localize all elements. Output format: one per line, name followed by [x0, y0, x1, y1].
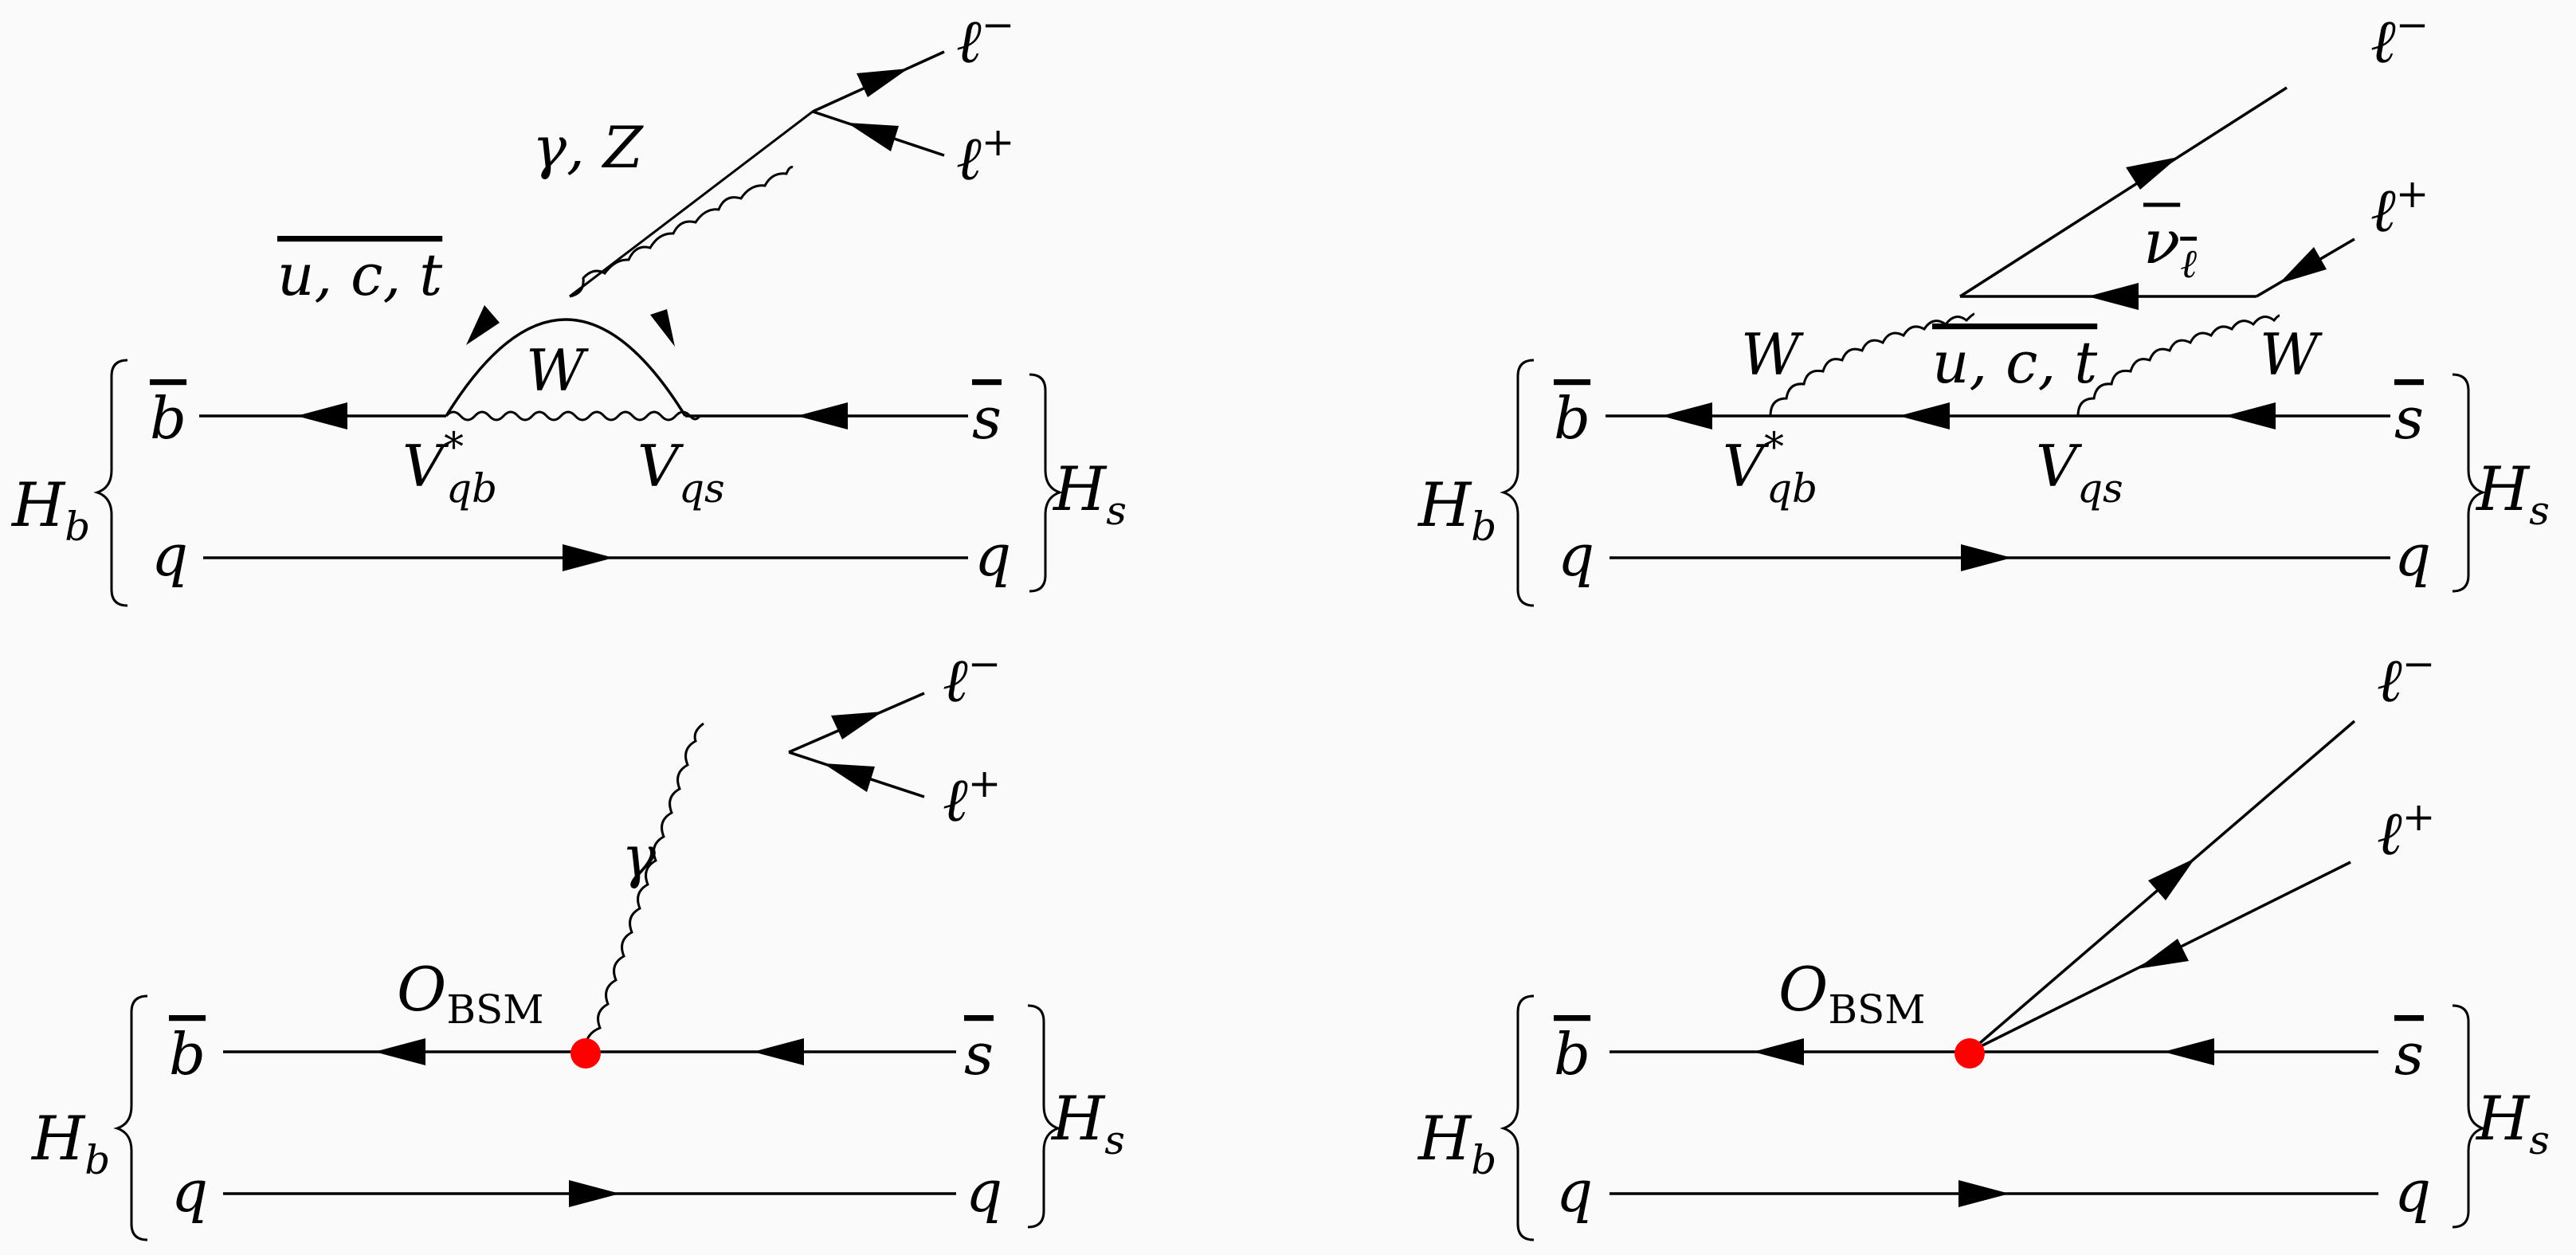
bsm-contact-hb-brace — [1500, 994, 1535, 1241]
bsm-photon-hb-label: Hb — [30, 1103, 110, 1183]
bsm-photon-bbar-arrow — [374, 1038, 425, 1065]
sbar-label: s — [972, 385, 1002, 452]
hb-brace — [93, 359, 128, 607]
bsm-contact-operator-label: OBSM — [1778, 954, 1926, 1033]
lepton-minus-arrow — [857, 69, 908, 97]
box-bbar-label: b — [1554, 385, 1590, 452]
bsm-contact-lepton-plus-arrow — [2137, 939, 2189, 969]
bsm-photon-lepton-minus-label: ℓ− — [943, 641, 1002, 716]
bsm-photon-lepton-plus-arrow — [823, 763, 875, 792]
bsm-vertex-dot — [570, 1038, 601, 1069]
lepton-plus-arrow — [847, 123, 899, 151]
bsm-contact-q-label-left: q — [1556, 1158, 1593, 1225]
box-w-left-wavy — [1769, 312, 1975, 417]
quark-loop-arc — [445, 318, 687, 417]
box-hs-brace — [2452, 373, 2487, 593]
q-arrow — [563, 544, 614, 571]
box-w-left-label: W — [1741, 321, 1804, 388]
bsm-photon-q-arrow — [569, 1180, 620, 1207]
bsm-contact-lepton-minus-arrow — [2148, 858, 2195, 900]
bbar-arrow — [296, 402, 347, 429]
box-vqb-label: V*qb — [1723, 424, 1817, 512]
box-hb-label: Hb — [1417, 469, 1496, 550]
bsm-contact-q-label-right: q — [2394, 1158, 2431, 1225]
hb-label: Hb — [10, 469, 90, 550]
box-lepton-plus-arrow — [2279, 247, 2327, 284]
box-hs-label: Hs — [2475, 453, 2550, 534]
diagram-bsm-contact: ℓ− ℓ+ OBSM b s q q Hb Hs — [1417, 641, 2550, 1241]
bsm-photon-q-label-right: q — [966, 1158, 1002, 1225]
hs-brace — [1029, 373, 1064, 593]
w-wavy-line — [445, 410, 701, 422]
lepton-plus-label: ℓ+ — [956, 119, 1015, 194]
gamma-z-label: γ, Z — [532, 114, 645, 181]
w-label: W — [526, 337, 589, 404]
bsm-photon-bbar-label: b — [169, 1021, 206, 1088]
vqb-label: V*qb — [402, 424, 497, 512]
bsm-contact-q-arrow — [1958, 1180, 2009, 1207]
lepton-minus-label: ℓ− — [956, 2, 1015, 76]
bsm-photon-sbar-arrow — [753, 1038, 804, 1065]
box-hb-brace — [1500, 359, 1535, 607]
bsm-photon-operator-label: OBSM — [397, 954, 544, 1033]
bsm-contact-hb-label: Hb — [1417, 1103, 1496, 1183]
hs-label: Hs — [1052, 453, 1127, 534]
bsm-photon-gamma-label: γ — [621, 823, 657, 890]
gamma-z-wave-overlay — [569, 166, 794, 298]
bsm-photon-wavy — [584, 722, 704, 1053]
box-lepton-minus-label: ℓ− — [2370, 2, 2429, 76]
box-lepton-plus-label: ℓ+ — [2370, 171, 2429, 245]
box-quark-label: u, c, t — [1932, 329, 2098, 396]
box-lepton-minus-line — [1959, 86, 2288, 298]
diagram-bsm-photon: ℓ− ℓ+ γ OBSM b s q q Hb Hs — [30, 641, 1125, 1241]
box-internal-arrow — [2088, 283, 2139, 310]
diagram-penguin-loop: ℓ− ℓ+ γ, Z u, c, t W b s q q Hb Hs V*qb … — [10, 2, 1127, 607]
bsm-photon-q-label-left: q — [171, 1158, 208, 1225]
box-vqs-label: Vqs — [2036, 433, 2123, 512]
bsm-contact-vertex-dot — [1955, 1038, 1985, 1069]
bsm-photon-hs-brace — [1027, 1004, 1062, 1229]
bsm-contact-lepton-plus-label: ℓ+ — [2377, 794, 2436, 869]
quark-loop-label: u, c, t — [277, 241, 443, 308]
box-sbar-label: s — [2394, 385, 2424, 452]
bsm-photon-lepton-minus-arrow — [831, 712, 883, 739]
box-mid-arrow — [1899, 402, 1950, 429]
bbar-label: b — [150, 385, 186, 452]
loop-arrow-right — [650, 309, 675, 347]
bsm-contact-hs-brace — [2452, 1004, 2487, 1229]
bsm-contact-sbar-label: s — [2394, 1021, 2424, 1088]
bsm-contact-bbar-label: b — [1554, 1021, 1590, 1088]
box-q-label-right: q — [2394, 522, 2431, 589]
box-q-arrow — [1961, 544, 2012, 571]
loop-arrow-left — [466, 305, 500, 345]
bsm-contact-sbar-arrow — [2163, 1038, 2214, 1065]
box-w-right-wavy — [2076, 314, 2280, 417]
box-w-right-label: W — [2260, 321, 2323, 388]
q-label-right: q — [974, 522, 1011, 589]
sbar-arrow — [797, 402, 848, 429]
bsm-photon-sbar-label: s — [964, 1021, 994, 1088]
box-bbar-arrow — [1661, 402, 1712, 429]
q-label-left: q — [151, 522, 188, 589]
box-q-label-left: q — [1558, 522, 1594, 589]
bsm-contact-lepton-minus-label: ℓ− — [2377, 641, 2436, 716]
box-sbar-arrow — [2225, 402, 2276, 429]
bsm-contact-bbar-arrow — [1753, 1038, 1804, 1065]
bsm-photon-lepton-plus-label: ℓ+ — [943, 760, 1002, 835]
box-lepton-minus-arrow — [2126, 157, 2178, 190]
diagram-box: ℓ− ℓ+ νℓ u, c, t W W b s q q Hb Hs V*qb … — [1417, 2, 2550, 607]
bsm-contact-hs-label: Hs — [2475, 1083, 2550, 1163]
box-nu-label: νℓ — [2143, 206, 2197, 287]
bsm-photon-hs-label: Hs — [1050, 1083, 1125, 1163]
bsm-photon-hb-brace — [113, 994, 148, 1241]
vqs-label: Vqs — [637, 433, 725, 512]
